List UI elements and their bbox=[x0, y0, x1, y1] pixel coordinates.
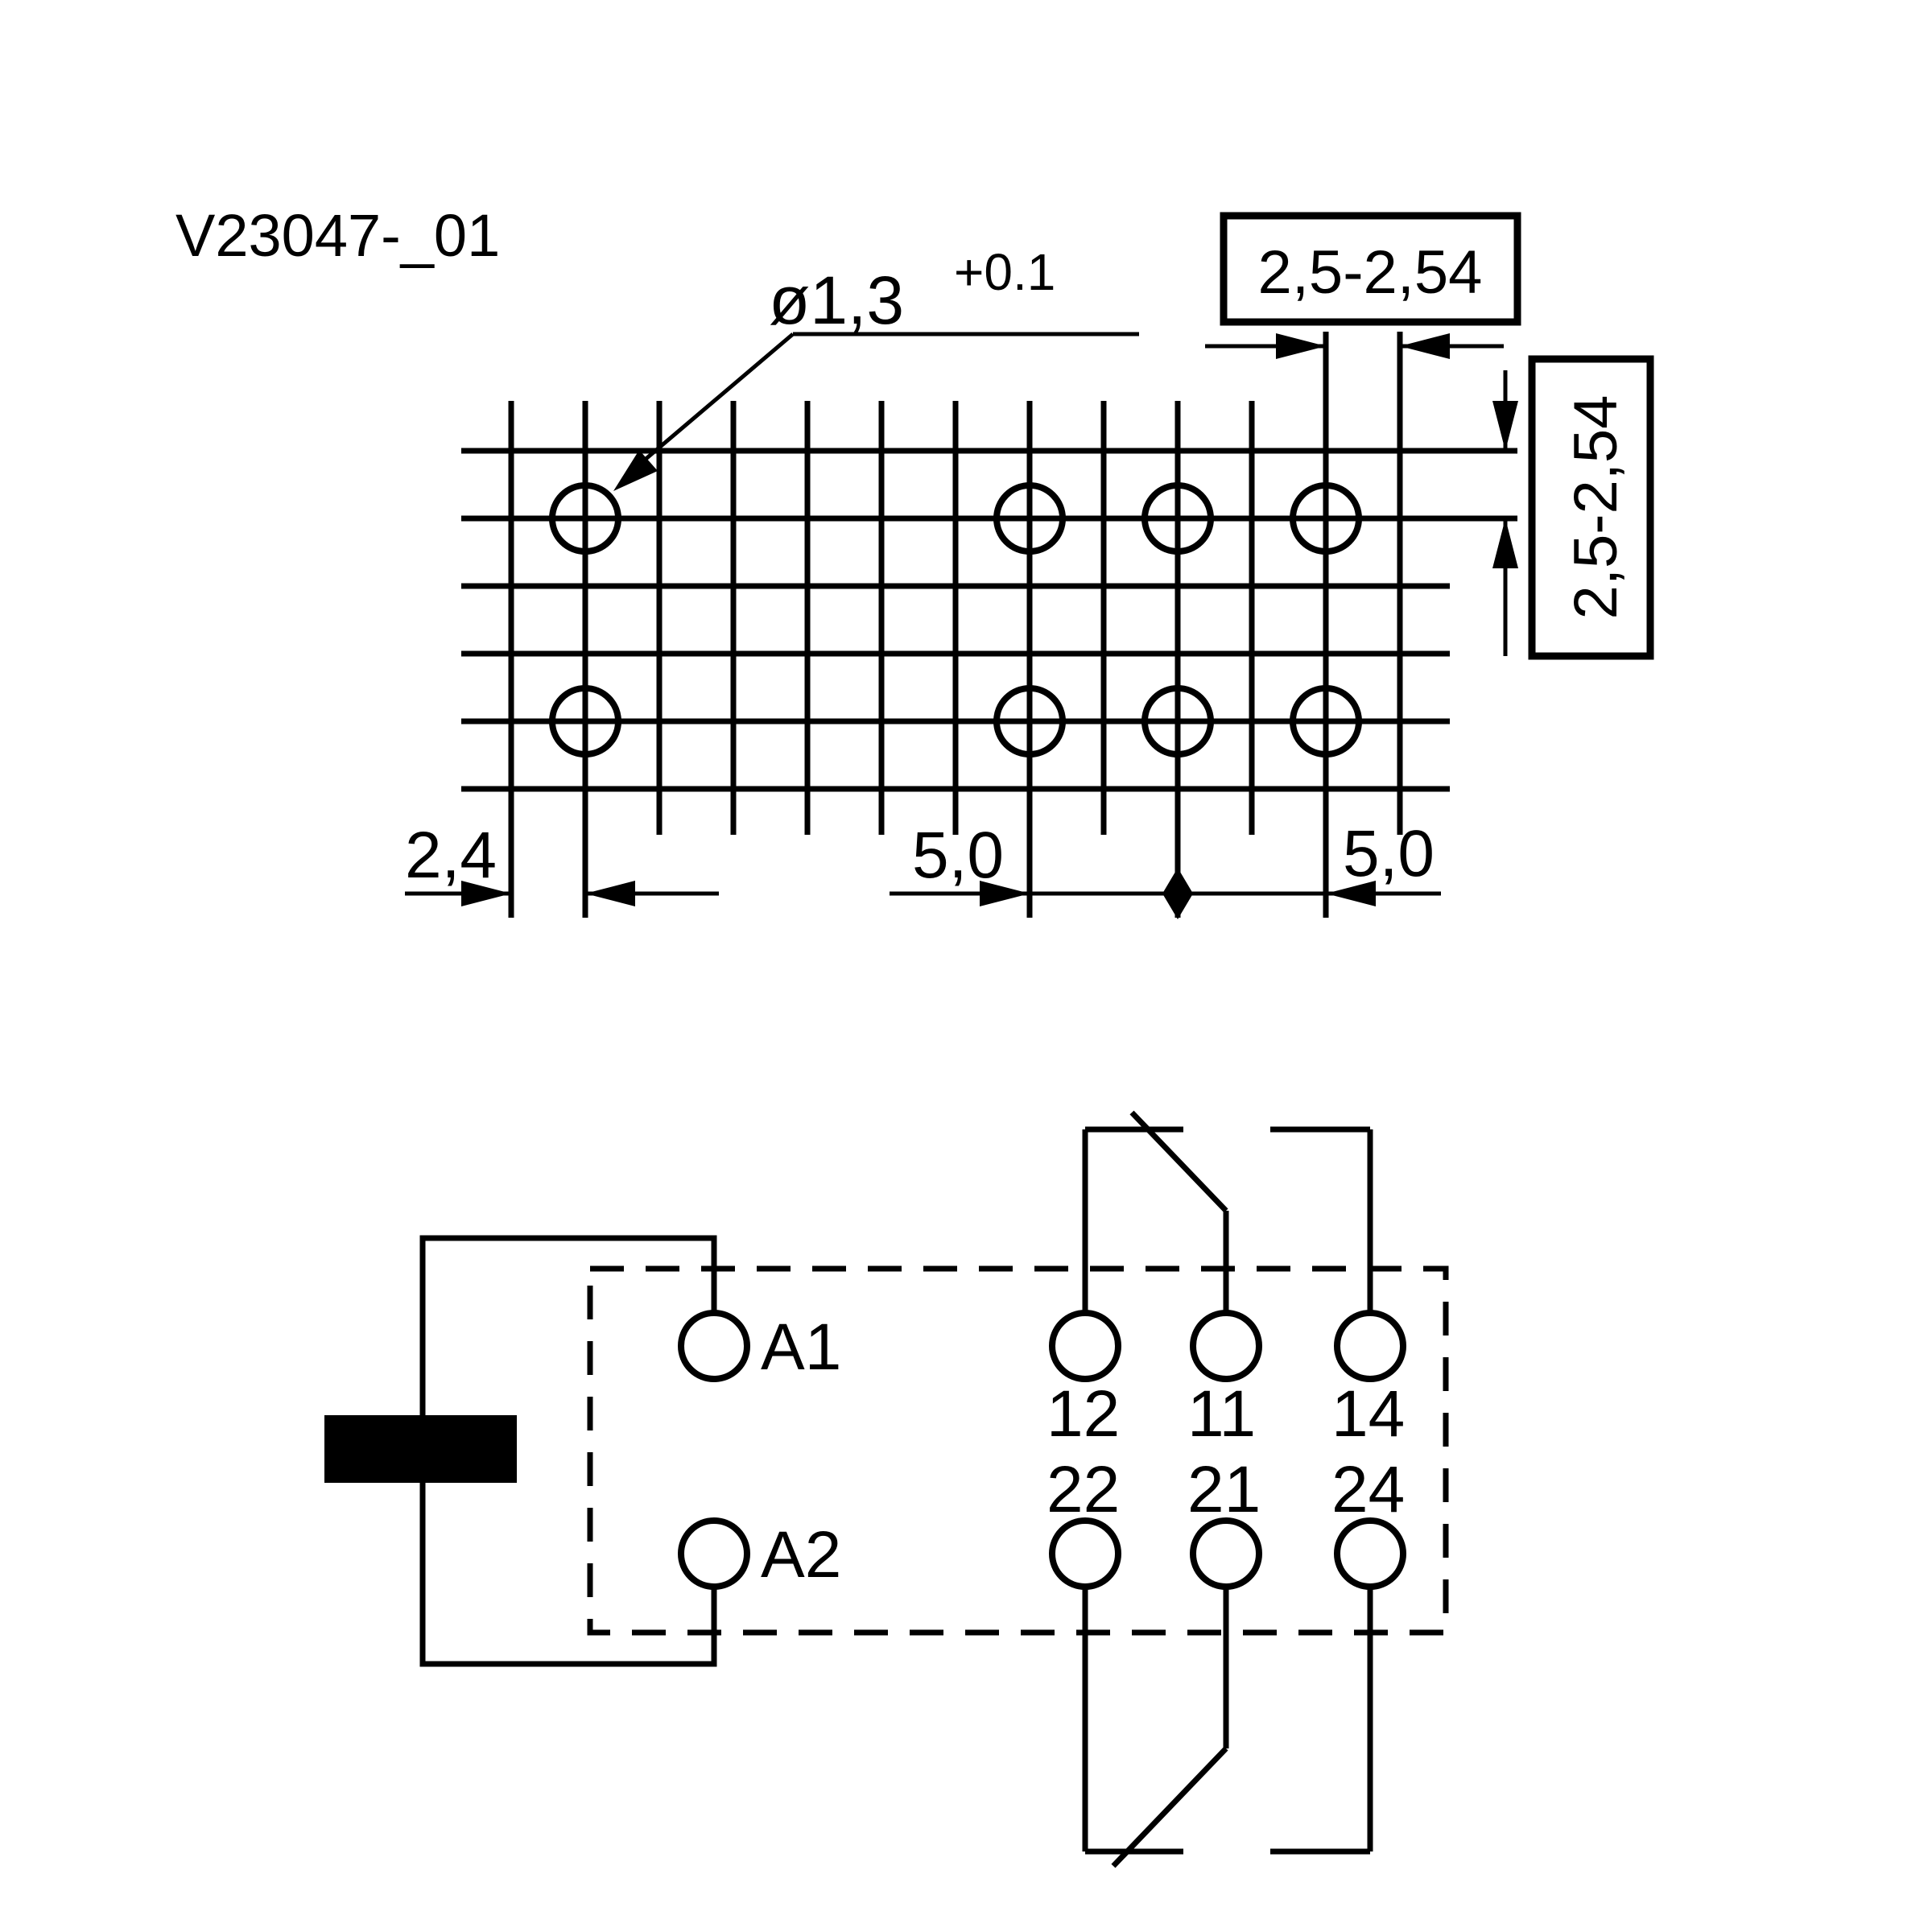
hole-diameter-label: ø1,3 bbox=[769, 262, 904, 338]
terminal-a2-label: A2 bbox=[761, 1518, 841, 1591]
pcb-hole-pattern: ø1,3 +0.1 2,5-2,54 2,5-2,54 2, bbox=[405, 212, 1654, 919]
edge-offset-label: 2,4 bbox=[405, 819, 497, 892]
terminal-21 bbox=[1190, 1517, 1262, 1590]
terminal-14 bbox=[1334, 1310, 1406, 1382]
coil-symbol bbox=[324, 1415, 517, 1483]
terminal-21-label: 21 bbox=[1187, 1453, 1261, 1526]
contact-blade-2 bbox=[1111, 1746, 1228, 1868]
hole-coil-bottom bbox=[549, 685, 621, 758]
contact-blade-1 bbox=[1129, 1110, 1228, 1213]
contact-set-1: 12 11 14 bbox=[1046, 1110, 1406, 1451]
pitch-horizontal-dimension: 2,5-2,54 bbox=[1205, 212, 1521, 359]
hole-com-top bbox=[1141, 482, 1214, 555]
pitch-horizontal-box bbox=[1220, 212, 1521, 326]
terminal-12 bbox=[1049, 1310, 1121, 1382]
terminal-a1 bbox=[678, 1310, 750, 1382]
terminal-a1-label: A1 bbox=[761, 1311, 841, 1384]
pcb-drill-holes bbox=[549, 482, 1362, 758]
pitch-vertical-label: 2,5-2,54 bbox=[1562, 395, 1630, 620]
terminal-11 bbox=[1190, 1310, 1262, 1382]
dim-arrowhead-right bbox=[461, 881, 511, 906]
hole-diameter-callout: ø1,3 +0.1 bbox=[613, 243, 1139, 491]
dim-arrowhead-down bbox=[1492, 401, 1518, 451]
terminal-22 bbox=[1049, 1517, 1121, 1590]
hole-diameter-tolerance-label: +0.1 bbox=[954, 243, 1055, 301]
dim-origin-diamond bbox=[1162, 868, 1193, 919]
pitch-horizontal-label: 2,5-2,54 bbox=[1258, 238, 1483, 307]
relay-body-dashed-outline bbox=[587, 1265, 1449, 1636]
coil-circuit: A1 A2 bbox=[324, 1235, 841, 1667]
hole-nc-top bbox=[993, 482, 1066, 555]
dim-arrowhead-up bbox=[1492, 518, 1518, 568]
dim-arrowhead-right bbox=[1276, 333, 1326, 359]
hole-nc-bottom bbox=[993, 685, 1066, 758]
relay-schematic: A1 A2 12 11 14 22 21 24 bbox=[324, 1110, 1449, 1868]
dim-arrowhead-left bbox=[1400, 333, 1450, 359]
pitch-vertical-box bbox=[1528, 355, 1654, 660]
terminal-14-label: 14 bbox=[1331, 1377, 1405, 1451]
contact-set-2: 22 21 24 bbox=[1046, 1453, 1406, 1868]
terminal-22-label: 22 bbox=[1046, 1453, 1120, 1526]
pcb-grid-horizontal-lines bbox=[461, 448, 1517, 792]
span-right-label: 5,0 bbox=[1343, 817, 1435, 890]
pitch-vertical-dimension: 2,5-2,54 bbox=[1492, 355, 1654, 660]
part-number-title: V23047-_01 bbox=[175, 202, 500, 269]
span-left-label: 5,0 bbox=[912, 819, 1004, 892]
hole-no-top bbox=[1290, 482, 1362, 555]
bottom-dimensions: 2,4 5,0 5,0 bbox=[405, 817, 1441, 919]
terminal-24 bbox=[1334, 1517, 1406, 1590]
dim-arrowhead-left bbox=[585, 881, 635, 906]
dim-arrowhead-right bbox=[980, 881, 1030, 906]
hole-com-bottom bbox=[1141, 685, 1214, 758]
terminal-24-label: 24 bbox=[1331, 1453, 1405, 1526]
leader-line bbox=[642, 332, 795, 462]
leader-arrowhead bbox=[613, 450, 658, 491]
terminal-11-label: 11 bbox=[1187, 1377, 1256, 1451]
hole-coil-top bbox=[549, 482, 621, 555]
terminal-12-label: 12 bbox=[1046, 1377, 1120, 1451]
hole-no-bottom bbox=[1290, 685, 1362, 758]
terminal-a2 bbox=[678, 1517, 750, 1590]
